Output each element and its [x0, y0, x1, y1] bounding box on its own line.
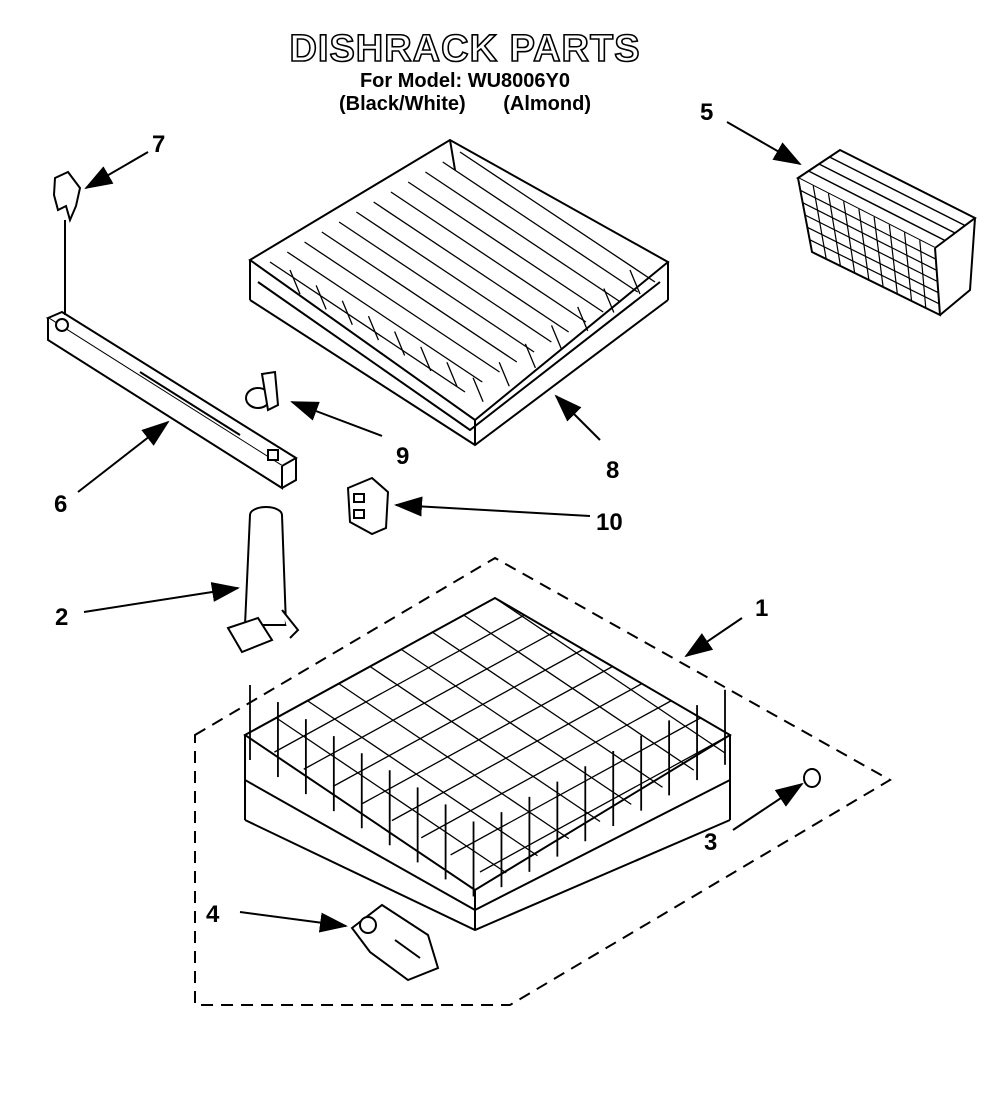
basket-grid: [800, 156, 966, 309]
lower-rack-wires: [244, 597, 731, 897]
lower-rack-dashed-outline: [194, 556, 893, 1006]
callout-9: 9: [396, 443, 409, 470]
callout-3: 3: [704, 829, 717, 856]
callout-2: 2: [55, 604, 68, 631]
callout-10: 10: [596, 509, 623, 536]
title-block: DISHRACK PARTS For Model: WU8006Y0 (Blac…: [200, 27, 730, 116]
color-variants: (Black/White) (Almond): [200, 92, 730, 116]
diagram-title: DISHRACK PARTS: [289, 27, 641, 71]
upper-dishrack-drawing: [248, 138, 670, 447]
callout-4: 4: [206, 901, 220, 928]
callout-labels: 1 2 3 4 5 6 7 8 9 10: [54, 99, 768, 928]
rack-stud-drawing: [803, 768, 821, 788]
spray-tower-drawing: [226, 506, 300, 654]
rack-rail-drawing: [45, 310, 298, 490]
upper-rack-tines: [269, 151, 656, 402]
leader-lines: [77, 121, 804, 933]
variant-black-white: (Black/White): [338, 93, 466, 115]
silverware-basket-drawing: [796, 148, 977, 317]
variant-almond: (Almond): [503, 93, 591, 115]
model-subtitle: For Model: WU8006Y0: [359, 70, 571, 92]
callout-1: 1: [755, 595, 768, 622]
rack-stop-clip-drawing: [52, 170, 82, 315]
callout-8: 8: [606, 457, 619, 484]
callout-6: 6: [54, 491, 67, 518]
callout-7: 7: [152, 131, 165, 158]
rack-wheel-drawing: [350, 903, 440, 982]
rack-adjuster-drawing: [346, 476, 390, 536]
lower-dishrack-drawing: [243, 596, 732, 932]
rack-roller-drawing: [245, 370, 280, 412]
callout-5: 5: [700, 99, 713, 126]
